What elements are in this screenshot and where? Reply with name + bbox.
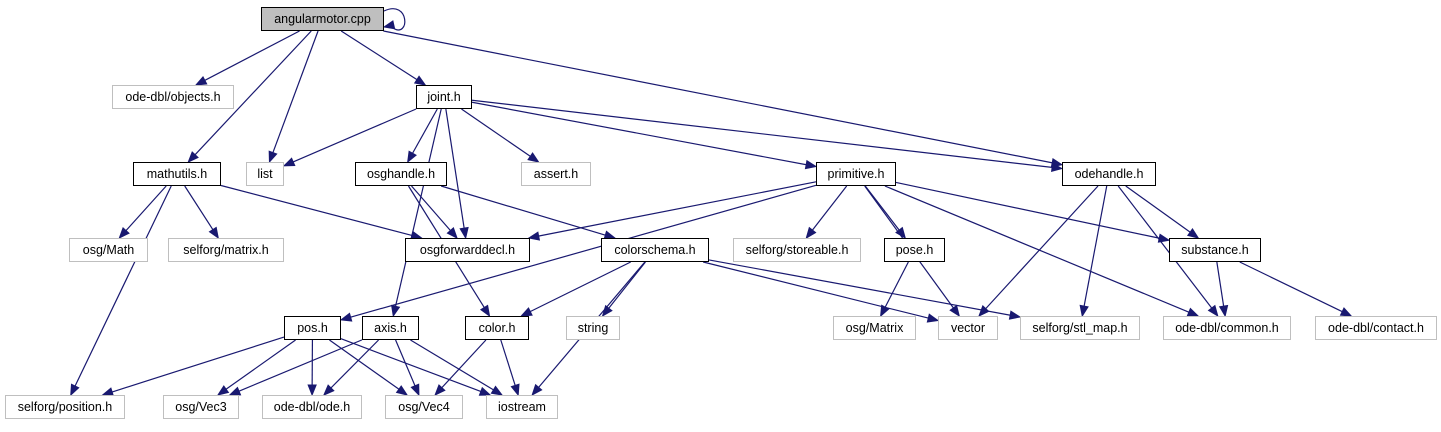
edge-angularmotor-cpp-to-odehandle-h [383, 30, 1064, 168]
node-selforg-matrix: selforg/matrix.h [168, 238, 284, 262]
edge-axis-h-to-iostream [410, 339, 504, 396]
edge-axis-h-to-osg-vec3 [228, 339, 363, 396]
node-selforg-storeable: selforg/storeable.h [733, 238, 861, 262]
edge-primitive-h-to-selforg-storeable [805, 185, 848, 240]
edge-joint-h-to-primitive-h [471, 101, 818, 170]
edge-primitive-h-to-substance-h [895, 181, 1171, 243]
edge-joint-h-to-osghandle-h [407, 108, 438, 164]
node-ode-contact: ode-dbl/contact.h [1315, 316, 1437, 340]
edge-primitive-h-to-pos-h [339, 184, 817, 322]
node-pos-h[interactable]: pos.h [284, 316, 341, 340]
node-color-h[interactable]: color.h [465, 316, 529, 340]
edge-joint-h-to-list [282, 108, 417, 167]
edge-colorschema-h-to-vector [703, 261, 940, 323]
edge-mathutils-h-to-osgforwarddecl-h [220, 184, 423, 240]
node-list: list [246, 162, 284, 186]
node-ode-objects: ode-dbl/objects.h [112, 85, 234, 109]
node-osg-math: osg/Math [69, 238, 148, 262]
node-iostream: iostream [486, 395, 558, 419]
edge-axis-h-to-osg-vec4 [395, 339, 420, 397]
edge-odehandle-h-to-selforg-stl-map [1079, 185, 1108, 318]
node-primitive-h[interactable]: primitive.h [816, 162, 896, 186]
edge-primitive-h-to-ode-common [884, 185, 1200, 317]
node-osg-matrix: osg/Matrix [833, 316, 916, 340]
edge-joint-h-to-axis-h [391, 108, 442, 318]
node-osghandle-h[interactable]: osghandle.h [355, 162, 447, 186]
edge-odehandle-h-to-vector [978, 185, 1099, 317]
node-angularmotor-cpp[interactable]: angularmotor.cpp [261, 7, 384, 31]
edge-colorschema-h-to-string [601, 261, 646, 318]
edge-color-h-to-iostream [500, 339, 520, 397]
edge-mathutils-h-to-selforg-position [70, 185, 172, 397]
node-osg-vec3: osg/Vec3 [163, 395, 239, 419]
edge-osghandle-h-to-osgforwarddecl-h [411, 185, 458, 240]
edge-pos-h-to-selforg-position [101, 336, 285, 397]
edge-angularmotor-cpp-to-joint-h [340, 30, 427, 86]
edge-joint-h-to-odehandle-h [471, 99, 1064, 173]
node-string: string [566, 316, 620, 340]
edge-pos-h-to-iostream [340, 338, 492, 396]
edge-color-h-to-osg-vec4 [434, 339, 487, 396]
edge-angularmotor-cpp-to-list [268, 30, 319, 164]
edge-primitive-h-to-pose-h [864, 185, 907, 240]
node-joint-h[interactable]: joint.h [416, 85, 472, 109]
node-osg-vec4: osg/Vec4 [385, 395, 463, 419]
edge-colorschema-h-to-color-h [520, 261, 631, 317]
node-mathutils-h[interactable]: mathutils.h [133, 162, 221, 186]
edge-mathutils-h-to-selforg-matrix [184, 185, 219, 240]
node-ode-ode: ode-dbl/ode.h [262, 395, 362, 419]
node-assert-h: assert.h [521, 162, 591, 186]
node-selforg-stl-map: selforg/stl_map.h [1020, 316, 1140, 340]
edge-substance-h-to-ode-contact [1239, 261, 1353, 317]
node-ode-common: ode-dbl/common.h [1163, 316, 1291, 340]
node-odehandle-h[interactable]: odehandle.h [1062, 162, 1156, 186]
node-osgforwarddecl-h[interactable]: osgforwarddecl.h [405, 238, 530, 262]
node-substance-h[interactable]: substance.h [1169, 238, 1261, 262]
edge-angularmotor-cpp-to-mathutils-h [187, 30, 312, 163]
edge-odehandle-h-to-substance-h [1125, 185, 1200, 239]
edge-angularmotor-cpp-to-ode-objects [194, 30, 300, 86]
edge-pos-h-to-ode-ode [307, 339, 317, 397]
edge-angularmotor-cpp-to-angularmotor-cpp [382, 8, 406, 31]
node-colorschema-h[interactable]: colorschema.h [601, 238, 709, 262]
edge-substance-h-to-ode-common [1216, 261, 1229, 318]
edge-pos-h-to-osg-vec3 [216, 339, 296, 396]
edge-pose-h-to-osg-matrix [880, 261, 909, 318]
edge-joint-h-to-assert-h [461, 108, 540, 163]
edge-axis-h-to-ode-ode [322, 339, 380, 396]
node-vector: vector [938, 316, 998, 340]
edge-pos-h-to-osg-vec4 [329, 339, 409, 396]
node-pose-h[interactable]: pose.h [884, 238, 945, 262]
edge-joint-h-to-osgforwarddecl-h [445, 108, 469, 240]
edge-odehandle-h-to-ode-common [1117, 185, 1219, 318]
edge-mathutils-h-to-osg-math [118, 185, 167, 240]
edge-primitive-h-to-osgforwarddecl-h [527, 181, 817, 241]
node-axis-h[interactable]: axis.h [362, 316, 419, 340]
node-selforg-position: selforg/position.h [5, 395, 125, 419]
edge-colorschema-h-to-selforg-stl-map [708, 259, 1022, 320]
